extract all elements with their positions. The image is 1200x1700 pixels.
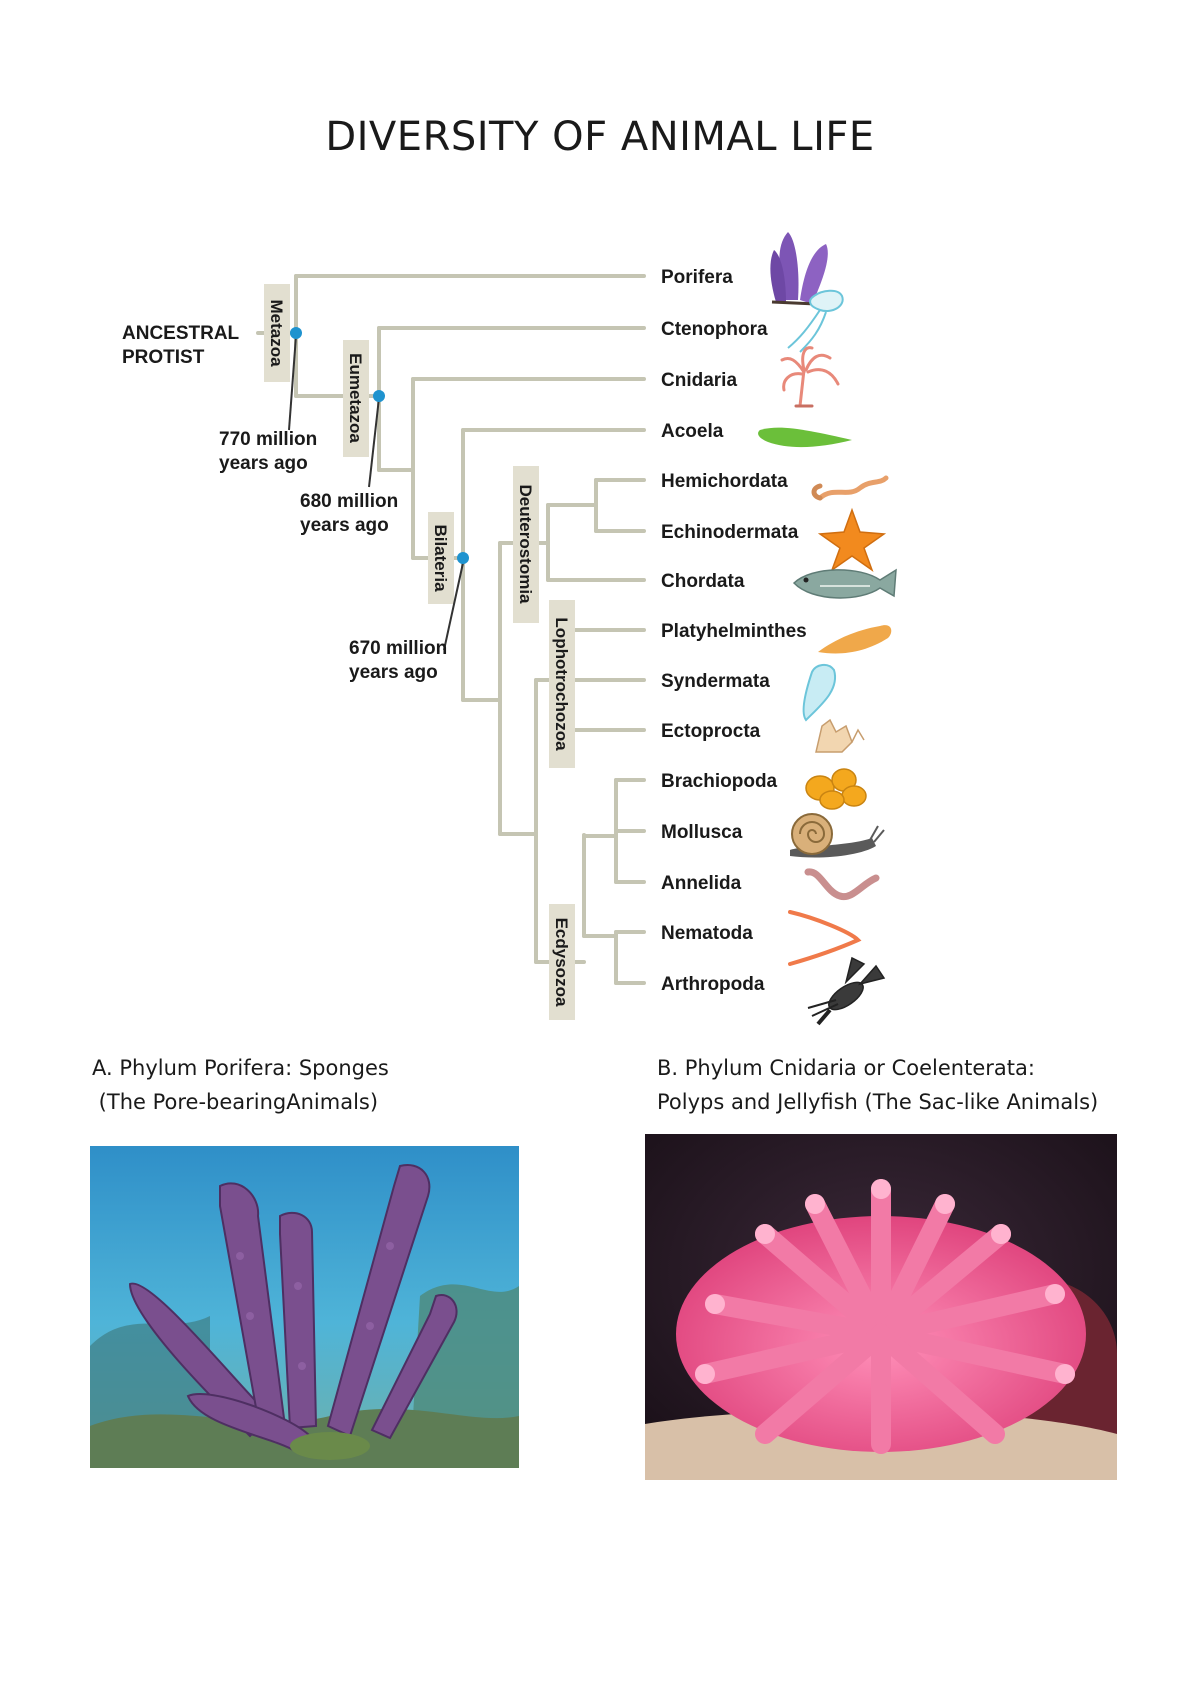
time-label-680-line-2: years ago — [300, 515, 389, 536]
caption-cnidaria: B. Phylum Cnidaria or Coelenterata: Poly… — [657, 1051, 1098, 1119]
bryozoan-icon — [815, 718, 865, 753]
sea-star-icon — [817, 507, 887, 572]
brachiopod-icon — [805, 768, 867, 810]
caption-cnidaria-line-2: Polyps and Jellyfish (The Sac-like Anima… — [657, 1090, 1099, 1114]
time-label-680-line-1: 680 million — [300, 491, 398, 512]
clade-lophotrochozoa: Lophotrochozoa — [552, 617, 571, 751]
phylum-label: Platyhelminthes — [661, 621, 807, 642]
flatworm-green-icon — [758, 427, 852, 448]
snail-icon — [790, 813, 885, 858]
rotifer-icon — [802, 664, 837, 722]
clade-ecdysozoa: Ecdysozoa — [552, 918, 571, 1007]
phylum-label: Chordata — [661, 571, 745, 592]
acorn-worm-icon — [811, 475, 889, 501]
phylum-label: Arthropoda — [661, 974, 765, 995]
clade-bilateria: Bilateria — [431, 524, 450, 592]
sponge-photo — [90, 1146, 519, 1468]
time-label-670-line-1: 670 million — [349, 638, 447, 659]
caption-porifera-line-2: (The Pore-bearingAnimals) — [92, 1090, 379, 1114]
phylum-label: Acoela — [661, 421, 724, 442]
comb-jelly-icon — [787, 289, 844, 353]
time-pointers — [288, 335, 464, 651]
clade-eumetazoa: Eumetazoa — [346, 353, 365, 443]
phylum-label: Annelida — [661, 873, 742, 894]
sea-anemone-icon — [780, 346, 840, 408]
lobster-icon — [807, 956, 886, 1026]
phylum-label: Cnidaria — [661, 370, 737, 391]
phylum-label: Syndermata — [661, 671, 770, 692]
phylum-label: Ectoprocta — [661, 721, 761, 742]
sea-anemone-photo — [645, 1134, 1117, 1480]
phylum-label: Mollusca — [661, 822, 743, 843]
phylogenetic-tree: Metazoa Eumetazoa Bilateria Deuterostomi… — [122, 232, 897, 1026]
clade-deuterostomia: Deuterostomia — [516, 484, 535, 604]
root-label-line-1: ANCESTRAL — [122, 323, 240, 344]
node-bilateria — [457, 552, 469, 564]
time-label-670-line-2: years ago — [349, 662, 438, 683]
clade-metazoa: Metazoa — [267, 299, 286, 367]
phylum-label: Porifera — [661, 267, 733, 288]
caption-cnidaria-line-1: B. Phylum Cnidaria or Coelenterata: — [657, 1056, 1035, 1080]
time-label-770-line-2: years ago — [219, 453, 308, 474]
node-eumetazoa — [373, 390, 385, 402]
phylum-label: Ctenophora — [661, 319, 768, 340]
tree-branches — [256, 274, 646, 985]
phylum-label: Hemichordata — [661, 471, 788, 492]
roundworm-icon — [788, 910, 862, 966]
node-metazoa — [290, 327, 302, 339]
phylum-label: Brachiopoda — [661, 771, 778, 792]
sponge-icon — [770, 232, 828, 306]
phylum-label: Nematoda — [661, 923, 753, 944]
fish-icon — [792, 568, 897, 599]
phylum-labels: Porifera Ctenophora Cnidaria Acoela Hemi… — [661, 267, 807, 995]
clade-labels: Metazoa Eumetazoa Bilateria Deuterostomi… — [264, 284, 575, 1020]
time-label-770-line-1: 770 million — [219, 429, 317, 450]
caption-porifera-line-1: A. Phylum Porifera: Sponges — [92, 1056, 389, 1080]
flatworm-orange-icon — [818, 625, 892, 654]
earthworm-icon — [804, 868, 880, 901]
root-label-line-2: PROTIST — [122, 347, 205, 368]
page-title: DIVERSITY OF ANIMAL LIFE — [325, 114, 875, 160]
phylum-label: Echinodermata — [661, 522, 799, 543]
caption-porifera: A. Phylum Porifera: Sponges (The Pore-be… — [92, 1051, 389, 1119]
